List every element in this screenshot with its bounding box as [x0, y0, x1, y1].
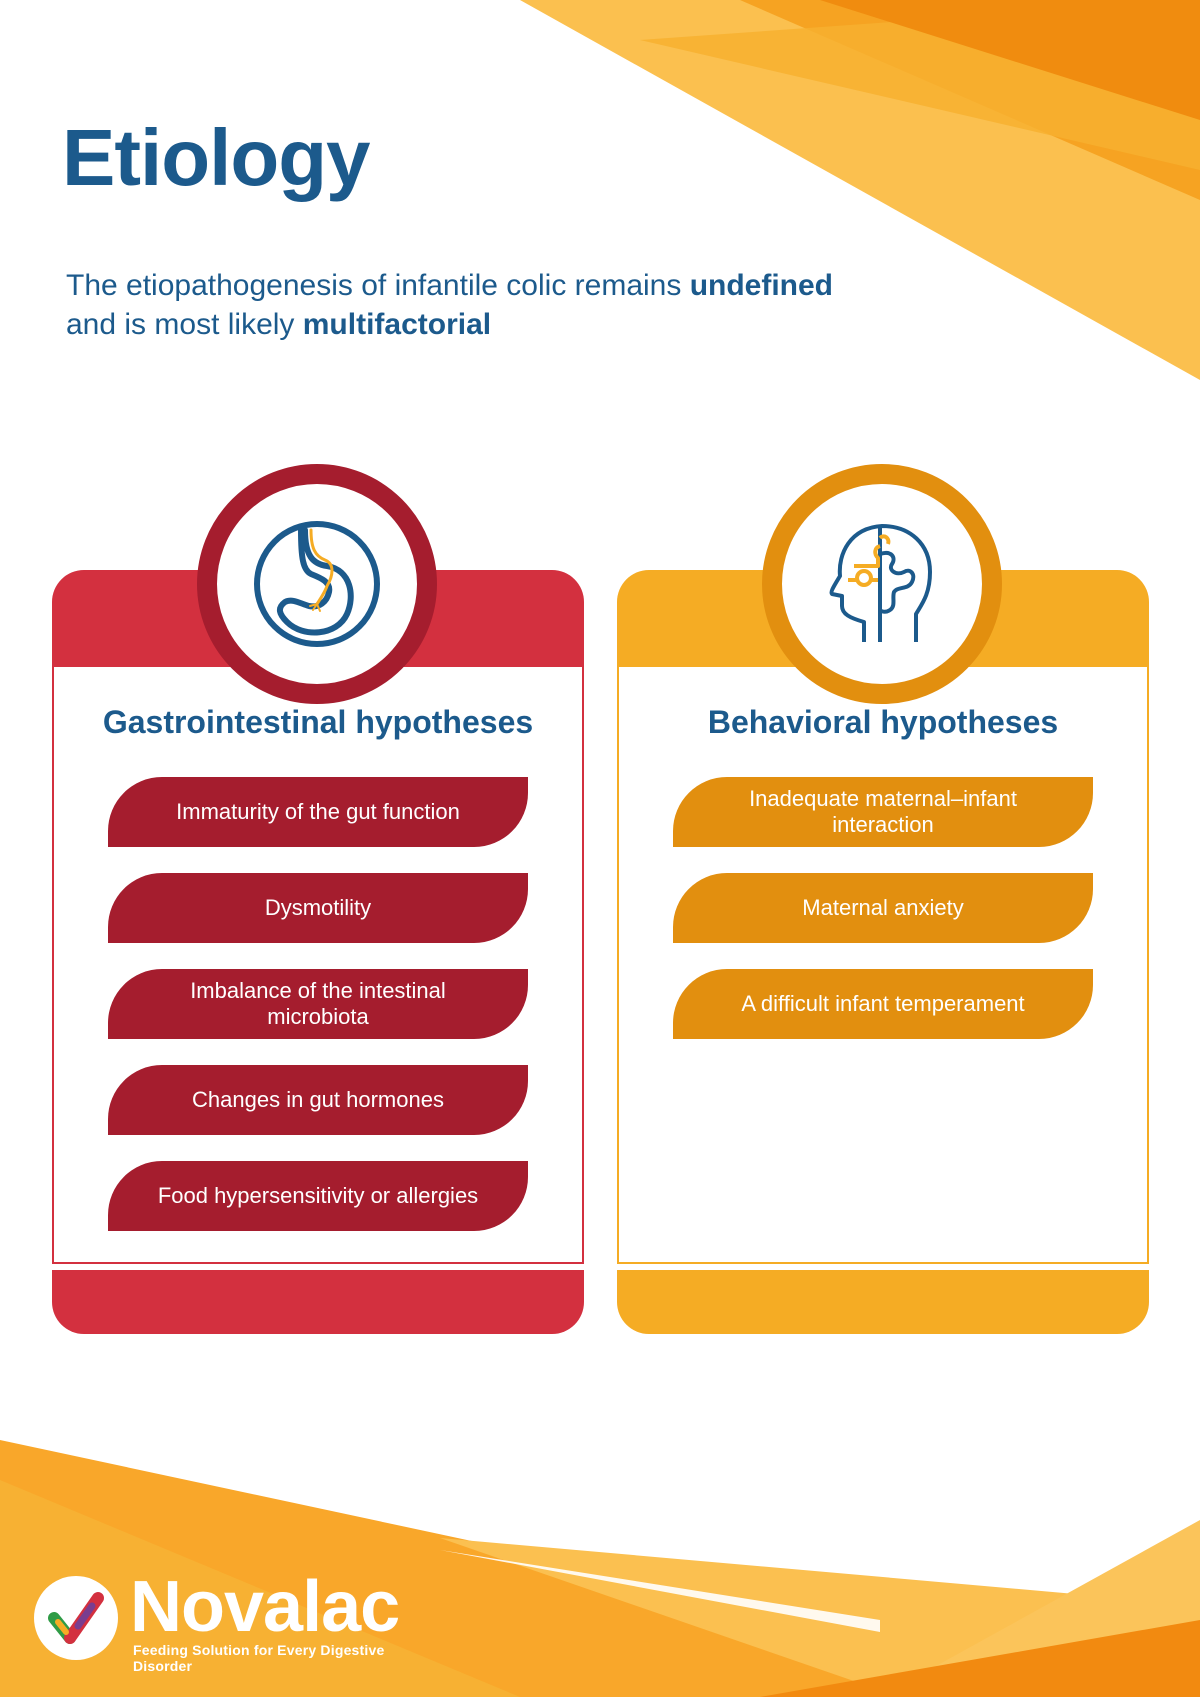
card-heading: Behavioral hypotheses — [707, 704, 1059, 740]
intro-bold-multifactorial: multifactorial — [302, 308, 492, 341]
card-bottom-band — [617, 1270, 1149, 1334]
head-puzzle-icon — [829, 524, 932, 642]
top-decoration — [520, 0, 1200, 380]
novalac-logo: Novalac Feeding Solution for Every Diges… — [34, 1567, 434, 1674]
list-item: Food hypersensitivity or allergies — [108, 1161, 528, 1231]
card-heading: Gastrointestinal hypotheses — [102, 704, 534, 740]
gastrointestinal-card: Gastrointestinal hypotheses Immaturity o… — [52, 464, 584, 1334]
stomach-icon — [254, 521, 380, 647]
hypothesis-list: Immaturity of the gut function Dysmotili… — [108, 777, 528, 1257]
intro-part-1: The etiopathogenesis of infantile colic … — [66, 269, 690, 302]
intro-part-2: and is most likely — [66, 308, 303, 341]
list-item: Dysmotility — [108, 873, 528, 943]
list-item: Imbalance of the intestinal microbiota — [108, 969, 528, 1039]
card-bottom-band — [52, 1270, 584, 1334]
list-item: Immaturity of the gut function — [108, 777, 528, 847]
check-badge-icon — [34, 1576, 118, 1660]
behavioral-card: Behavioral hypotheses Inadequate materna… — [617, 464, 1149, 1334]
list-item: Maternal anxiety — [673, 873, 1093, 943]
list-item: A difficult infant temperament — [673, 969, 1093, 1039]
bottom-decoration — [0, 1440, 1200, 1697]
list-item: Inadequate maternal–infant interaction — [673, 777, 1093, 847]
card-panel — [617, 665, 1149, 1264]
list-item: Changes in gut hormones — [108, 1065, 528, 1135]
brand-tagline: Feeding Solution for Every Digestive Dis… — [133, 1642, 385, 1674]
brand-name: Novalac — [130, 1567, 400, 1647]
intro-text: The etiopathogenesis of infantile colic … — [66, 266, 966, 344]
intro-bold-undefined: undefined — [689, 269, 834, 302]
page-title: Etiology — [62, 113, 371, 202]
checkmark-icon — [48, 1592, 104, 1644]
hypothesis-list: Inadequate maternal–infant interaction M… — [673, 777, 1093, 1065]
